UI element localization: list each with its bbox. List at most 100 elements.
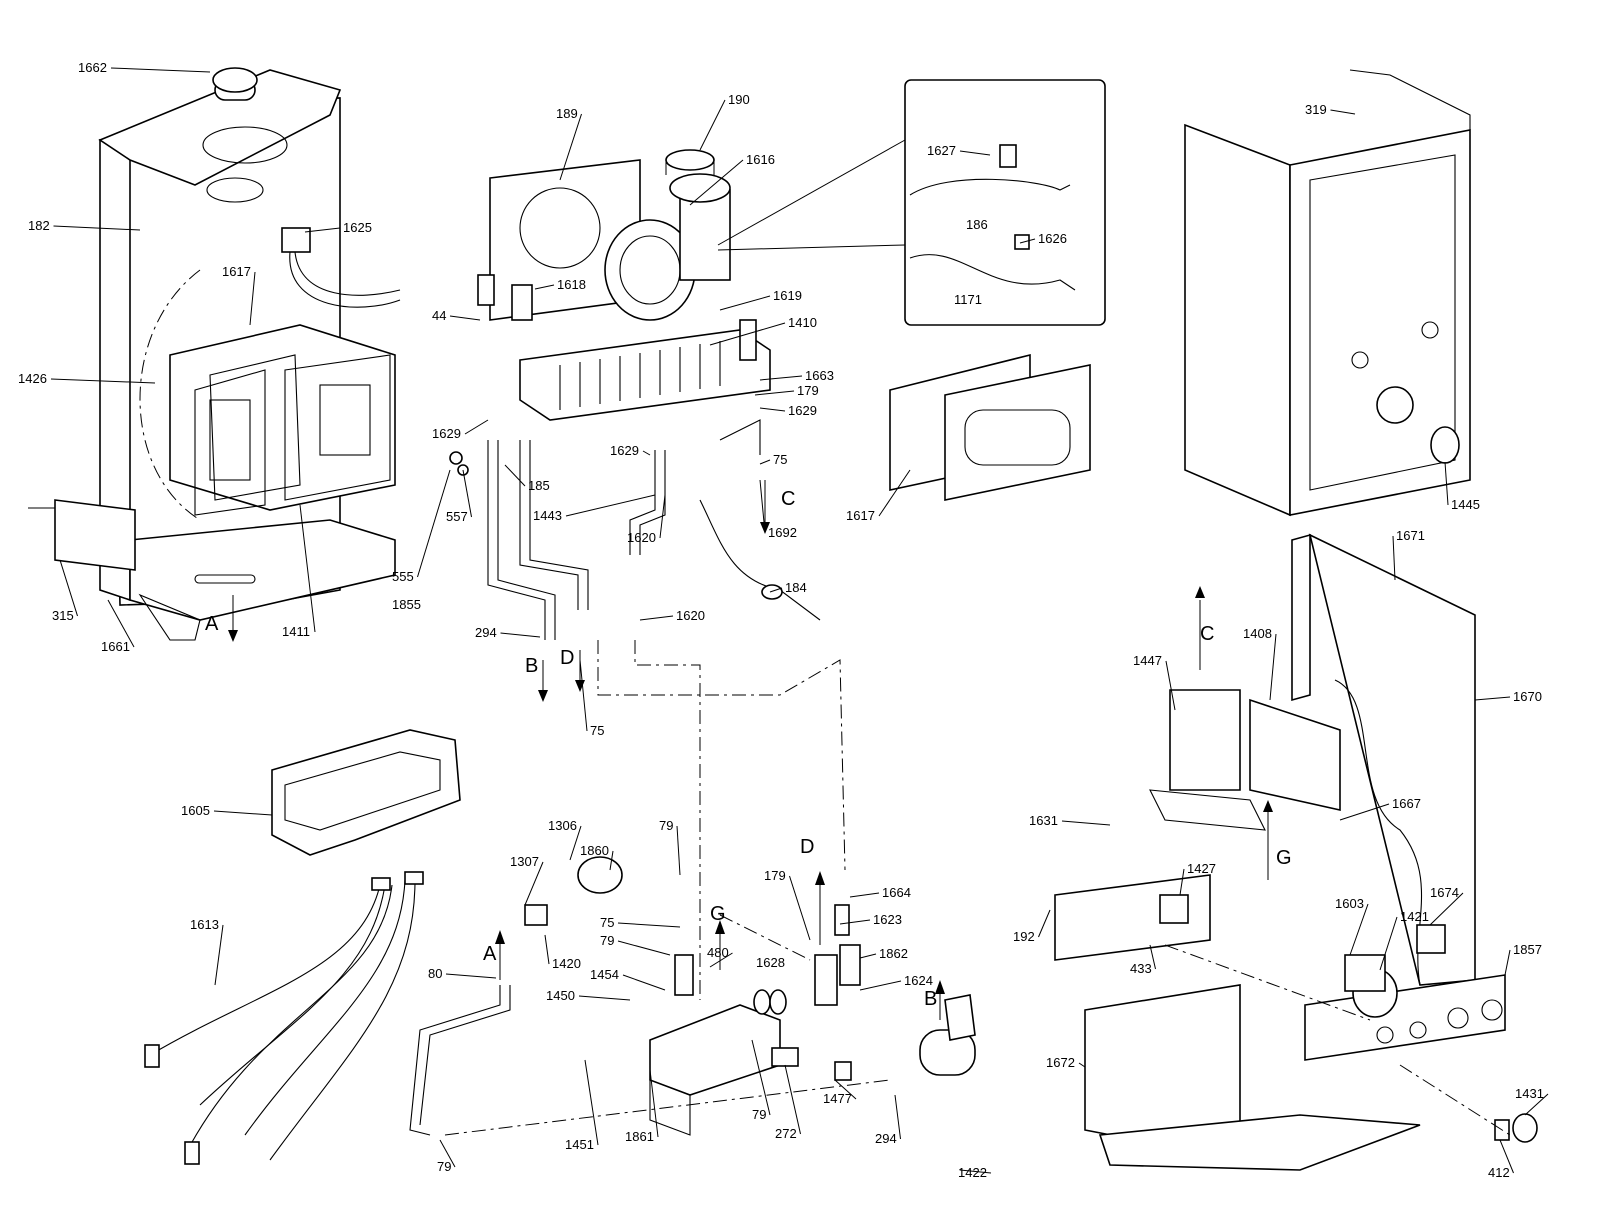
part-label-1431: 1431 [1515,1086,1544,1101]
leader-line [1392,535,1396,581]
leader-line [639,615,674,621]
hydraulic-group [409,640,976,1136]
leader-line [878,469,911,517]
part-label-1620: 1620 [627,530,656,545]
part-label-1692: 1692 [768,525,797,540]
part-label-1664: 1664 [882,885,911,900]
leader-line [1444,461,1449,506]
part-label-80: 80 [428,966,442,981]
leader-line [504,464,526,487]
leader-line [689,159,744,206]
part-label-1410: 1410 [788,315,817,330]
part-label-75: 75 [600,915,614,930]
part-label-189: 189 [556,106,578,121]
part-label-1855: 1855 [392,597,421,612]
leader-line [1078,1062,1086,1068]
leader-line [53,225,141,231]
part-label-75: 75 [590,723,604,738]
leader-line [1339,803,1390,821]
inset-detail [717,79,1106,326]
part-label-1420: 1420 [552,956,581,971]
part-label-186: 186 [966,217,988,232]
part-label-1671: 1671 [1396,528,1425,543]
leader-line [1269,633,1277,701]
leader-line [699,99,726,151]
part-label-1626: 1626 [1038,231,1067,246]
part-label-1625: 1625 [343,220,372,235]
part-label-1861: 1861 [625,1129,654,1144]
part-label-1628: 1628 [756,955,785,970]
leader-line [1379,916,1398,971]
part-label-1862: 1862 [879,946,908,961]
part-label-1662: 1662 [78,60,107,75]
flow-letter-D: D [800,836,814,858]
leader-line [569,825,582,861]
part-label-294: 294 [475,625,497,640]
leader-line [1504,949,1511,976]
leader-line [1499,1139,1514,1174]
part-label-1617: 1617 [846,508,875,523]
part-label-1629: 1629 [610,443,639,458]
part-label-412: 412 [1488,1165,1510,1180]
leader-line [464,419,489,435]
part-label-185: 185 [528,478,550,493]
leader-line [894,1094,901,1140]
leader-line [719,295,771,311]
leader-line [1149,944,1156,970]
leader-line [500,632,541,638]
part-label-1171: 1171 [954,292,982,307]
leader-line [642,450,651,456]
flow-letter-D: D [560,647,574,669]
leader-line [834,1079,857,1100]
part-label-1627: 1627 [927,143,956,158]
flow-letter-G: G [1276,847,1292,869]
leader-line [609,850,614,871]
part-label-1445: 1445 [1451,497,1480,512]
part-label-480: 480 [707,945,729,960]
part-label-1624: 1624 [904,973,933,988]
part-label-1454: 1454 [590,967,619,982]
leader-line [839,919,871,925]
leader-line [439,1139,456,1168]
burner-heat-exchanger-assembly [449,149,821,702]
part-label-1860: 1860 [580,843,609,858]
outer-casing [1184,69,1471,517]
part-label-1618: 1618 [557,277,586,292]
leader-line [584,1059,599,1146]
part-label-315: 315 [52,608,74,623]
part-label-1451: 1451 [565,1137,594,1152]
part-label-1661: 1661 [101,639,130,654]
part-label-1603: 1603 [1335,896,1364,911]
leader-line [565,494,656,517]
part-label-190: 190 [728,92,750,107]
part-label-192: 192 [1013,929,1035,944]
leader-line [709,952,733,968]
leader-line [859,953,877,959]
leader-line [1474,696,1511,701]
part-label-1422: 1422 [958,1165,987,1180]
part-label-1477: 1477 [823,1091,852,1106]
part-label-79: 79 [600,933,614,948]
leader-line [1330,109,1356,115]
leader-line [544,934,550,965]
leader-line [622,974,666,991]
leader-line [759,479,766,534]
part-label-1616: 1616 [746,152,775,167]
leader-line [754,390,795,396]
leader-line [1061,820,1111,826]
leader-line [784,1064,801,1135]
part-label-1408: 1408 [1243,626,1272,641]
part-label-294: 294 [875,1131,897,1146]
leader-line [110,67,211,73]
flow-letter-C: C [781,488,795,510]
leader-line [445,973,497,979]
leader-line [759,459,771,465]
part-label-433: 433 [1130,961,1152,976]
leader-line [449,315,481,321]
part-label-272: 272 [775,1126,797,1141]
part-label-1447: 1447 [1133,653,1162,668]
leader-line [417,469,451,578]
leader-line [1165,660,1176,711]
